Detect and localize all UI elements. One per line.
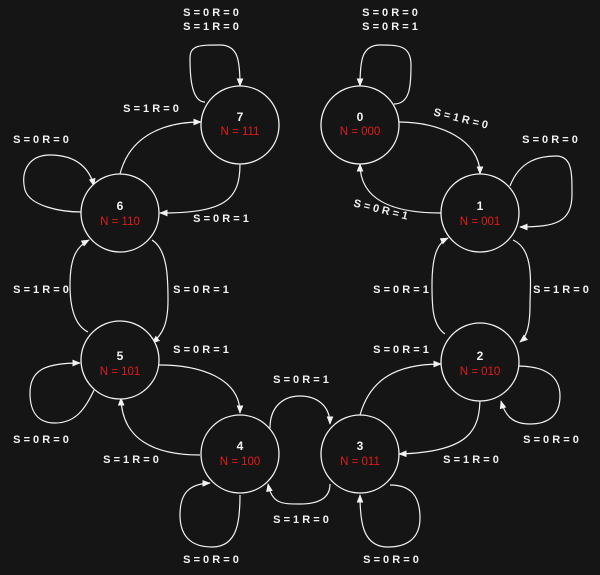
state-2-id: 2 [477, 349, 484, 363]
state-0: 0 N = 000 [320, 85, 400, 165]
state-7-circle [200, 85, 280, 165]
label-7-to-7-a: S = 0 R = 0 [183, 7, 239, 19]
state-6-circle [80, 173, 160, 253]
label-4-to-4: S = 0 R = 0 [183, 554, 239, 566]
edge-6-to-5 [151, 239, 169, 344]
state-3-id: 3 [357, 439, 364, 453]
edge-5-to-4 [158, 364, 244, 414]
state-7: 7 N = 111 [200, 85, 280, 165]
label-3-to-2: S = 0 R = 1 [373, 344, 429, 356]
label-0-to-1: S = 1 R = 0 [432, 107, 489, 132]
state-3-code: N = 011 [340, 456, 380, 468]
label-6-to-5: S = 0 R = 1 [173, 284, 229, 296]
state-1-id: 1 [477, 199, 484, 213]
transition-labels: S = 0 R = 0 S = 1 R = 0 S = 0 R = 0 S = … [13, 7, 589, 566]
state-4-id: 4 [237, 439, 244, 453]
edges [23, 44, 573, 548]
state-4: 4 N = 100 [200, 414, 280, 494]
label-5-to-4: S = 0 R = 1 [173, 344, 229, 356]
state-4-circle [200, 414, 280, 494]
state-7-id: 7 [237, 110, 244, 124]
label-2-to-2: S = 0 R = 0 [523, 434, 579, 446]
edge-4-to-3 [269, 395, 334, 429]
state-4-code: N = 100 [220, 456, 261, 468]
edge-1-to-1 [509, 155, 573, 231]
edge-4-to-4 [179, 480, 241, 548]
edge-2-to-1 [431, 237, 449, 335]
state-1: 1 N = 001 [440, 173, 520, 253]
edge-3-to-3 [356, 484, 421, 548]
state-6: 6 N = 110 [80, 173, 160, 253]
label-2-to-1: S = 0 R = 1 [373, 284, 429, 296]
label-5-to-6: S = 1 R = 0 [13, 284, 69, 296]
state-0-code: N = 000 [340, 126, 381, 138]
state-0-id: 0 [357, 110, 364, 124]
edge-5-to-6 [69, 239, 90, 333]
edge-4-to-5 [117, 397, 201, 456]
label-3-to-3: S = 0 R = 0 [363, 554, 419, 566]
state-1-code: N = 001 [460, 216, 501, 228]
state-5-id: 5 [117, 349, 124, 363]
edge-1-to-2 [512, 239, 532, 343]
edge-2-to-2 [499, 365, 561, 425]
state-5: 5 N = 101 [80, 320, 160, 400]
label-3-to-4: S = 1 R = 0 [273, 514, 329, 526]
state-2-code: N = 010 [460, 366, 501, 378]
state-1-circle [440, 173, 520, 253]
label-5-to-5: S = 0 R = 0 [13, 434, 69, 446]
edge-7-to-6 [159, 163, 241, 217]
state-2: 2 N = 010 [440, 322, 520, 402]
edge-3-to-2 [359, 360, 442, 416]
label-7-to-7-b: S = 1 R = 0 [183, 21, 239, 33]
label-0-to-0-a: S = 0 R = 0 [362, 7, 418, 19]
state-0-circle [320, 85, 400, 165]
label-2-to-3: S = 1 R = 0 [443, 454, 499, 466]
label-6-to-7: S = 1 R = 0 [123, 103, 179, 115]
label-4-to-5: S = 1 R = 0 [103, 454, 159, 466]
state-5-code: N = 101 [100, 366, 141, 378]
state-6-code: N = 110 [100, 216, 140, 228]
edge-3-to-4 [266, 483, 331, 505]
label-4-to-3: S = 0 R = 1 [273, 374, 329, 386]
label-1-to-1: S = 0 R = 0 [522, 134, 578, 146]
label-7-to-6: S = 0 R = 1 [193, 213, 249, 225]
edge-2-to-3 [398, 396, 481, 458]
label-6-to-6: S = 0 R = 0 [13, 134, 69, 146]
label-0-to-0-b: S = 0 R = 1 [362, 21, 418, 33]
edge-7-to-7 [189, 44, 244, 103]
label-1-to-2: S = 1 R = 0 [533, 284, 589, 296]
edge-1-to-0 [356, 163, 442, 214]
edge-6-to-6 [23, 154, 96, 213]
edge-0-to-1 [398, 121, 484, 175]
state-3-circle [320, 414, 400, 494]
state-7-code: N = 111 [221, 126, 260, 138]
edge-5-to-5 [29, 359, 96, 424]
edge-0-to-0 [356, 44, 412, 105]
state-2-circle [440, 322, 520, 402]
state-3: 3 N = 011 [320, 414, 400, 494]
state-5-circle [80, 320, 160, 400]
edge-6-to-7 [119, 118, 202, 175]
state-6-id: 6 [117, 199, 124, 213]
